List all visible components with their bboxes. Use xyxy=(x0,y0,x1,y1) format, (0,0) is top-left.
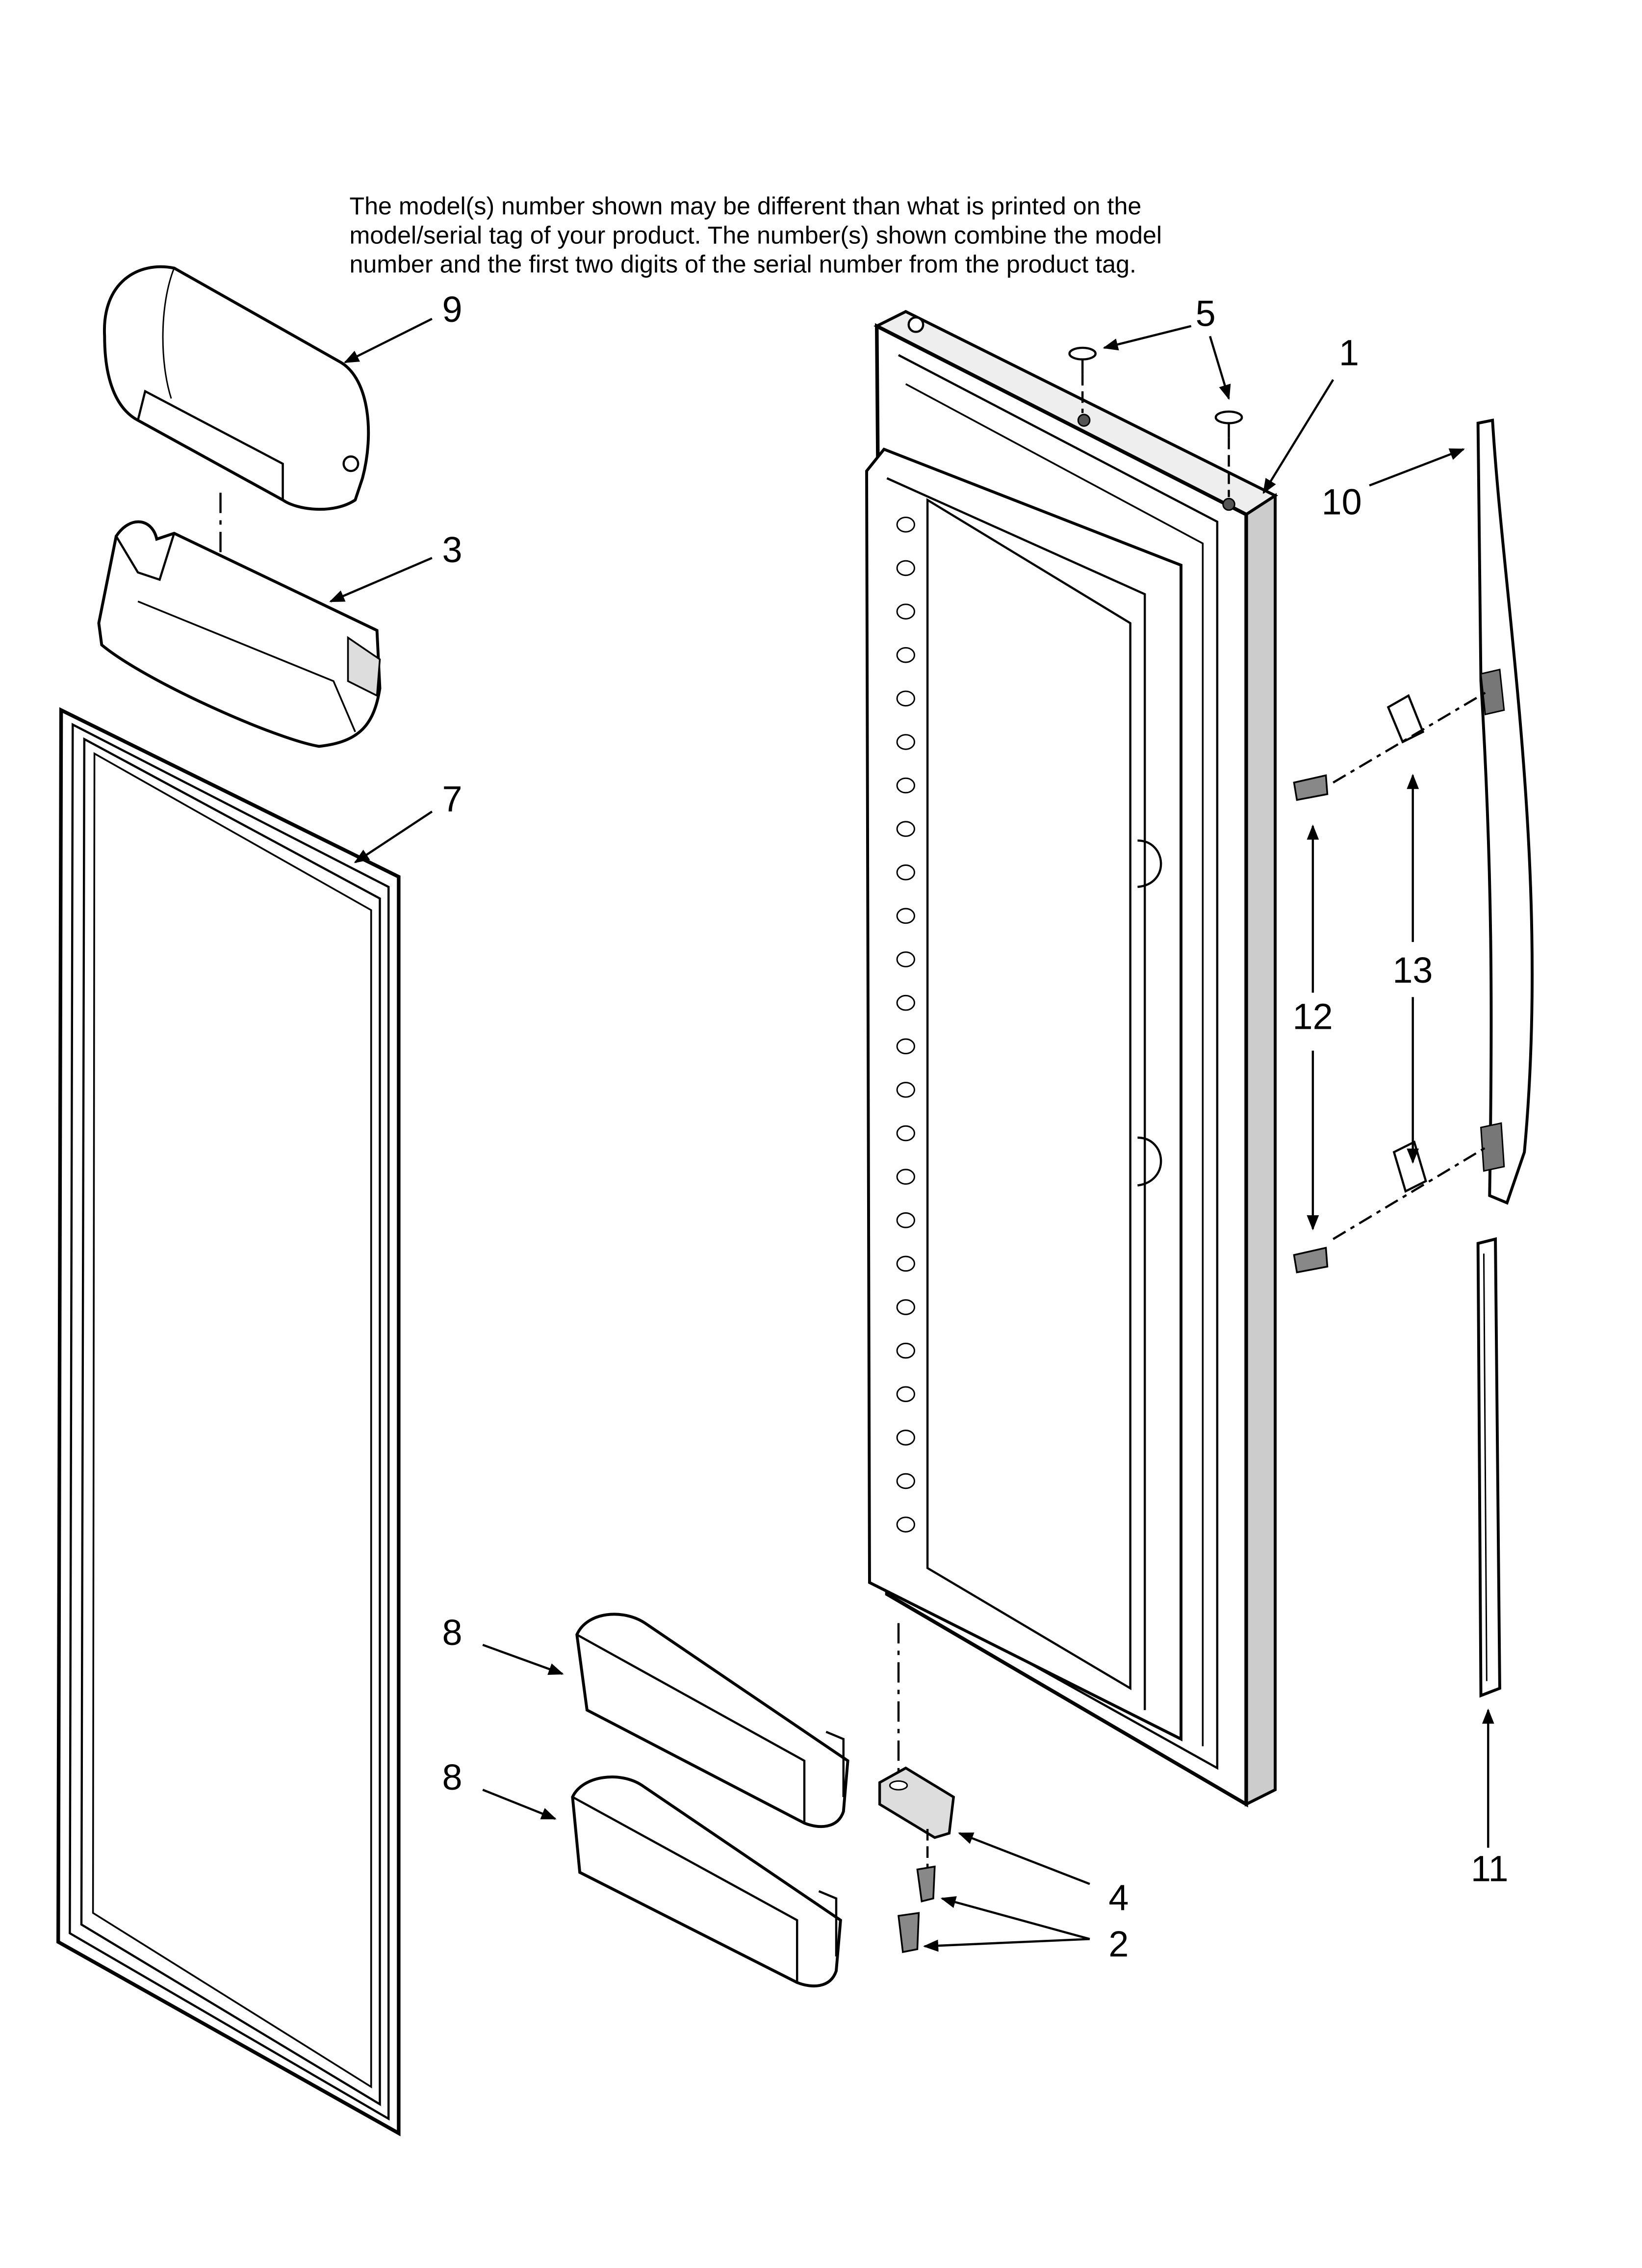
dairy-door-part xyxy=(103,265,370,511)
note-line-1: The model(s) number shown may be differe… xyxy=(349,192,1141,220)
callout-11: 11 xyxy=(1471,1848,1509,1889)
callout-labels: 9 3 7 5 1 10 12 13 11 8 8 4 2 xyxy=(442,289,1509,1964)
shelf-notch-column xyxy=(896,517,916,1533)
callout-8-lower: 8 xyxy=(442,1757,462,1798)
leader-lines xyxy=(329,317,1494,1952)
callout-8-upper: 8 xyxy=(442,1612,462,1653)
hole-plug-part xyxy=(1068,346,1243,438)
callout-9: 9 xyxy=(442,289,462,330)
callout-7: 7 xyxy=(442,779,462,819)
model-number-note: The model(s) number shown may be differe… xyxy=(349,192,1162,278)
callout-13: 13 xyxy=(1392,950,1433,991)
door-bin-upper-part xyxy=(575,1613,849,1828)
callout-10: 10 xyxy=(1322,482,1362,522)
note-line-2: model/serial tag of your product. The nu… xyxy=(349,221,1162,249)
dairy-bin-part xyxy=(97,520,382,748)
handle-screw-part xyxy=(1293,774,1329,1274)
note-line-3: number and the first two digits of the s… xyxy=(349,250,1136,278)
refrigerator-door-part xyxy=(865,310,1279,1808)
door-handle-part xyxy=(1476,418,1534,1205)
callout-12: 12 xyxy=(1293,996,1333,1037)
door-bin-lower-part xyxy=(571,1775,842,1988)
callout-4: 4 xyxy=(1108,1877,1129,1918)
callout-3: 3 xyxy=(442,529,462,570)
callout-2: 2 xyxy=(1108,1924,1129,1964)
handle-clip-part xyxy=(1386,694,1427,1193)
callout-5: 5 xyxy=(1196,293,1216,334)
callout-1: 1 xyxy=(1339,332,1359,373)
hinge-bracket-part xyxy=(878,1766,955,1839)
handle-trim-part xyxy=(1476,1237,1501,1698)
door-gasket-part xyxy=(56,707,401,2137)
screw-part xyxy=(898,1865,936,1954)
